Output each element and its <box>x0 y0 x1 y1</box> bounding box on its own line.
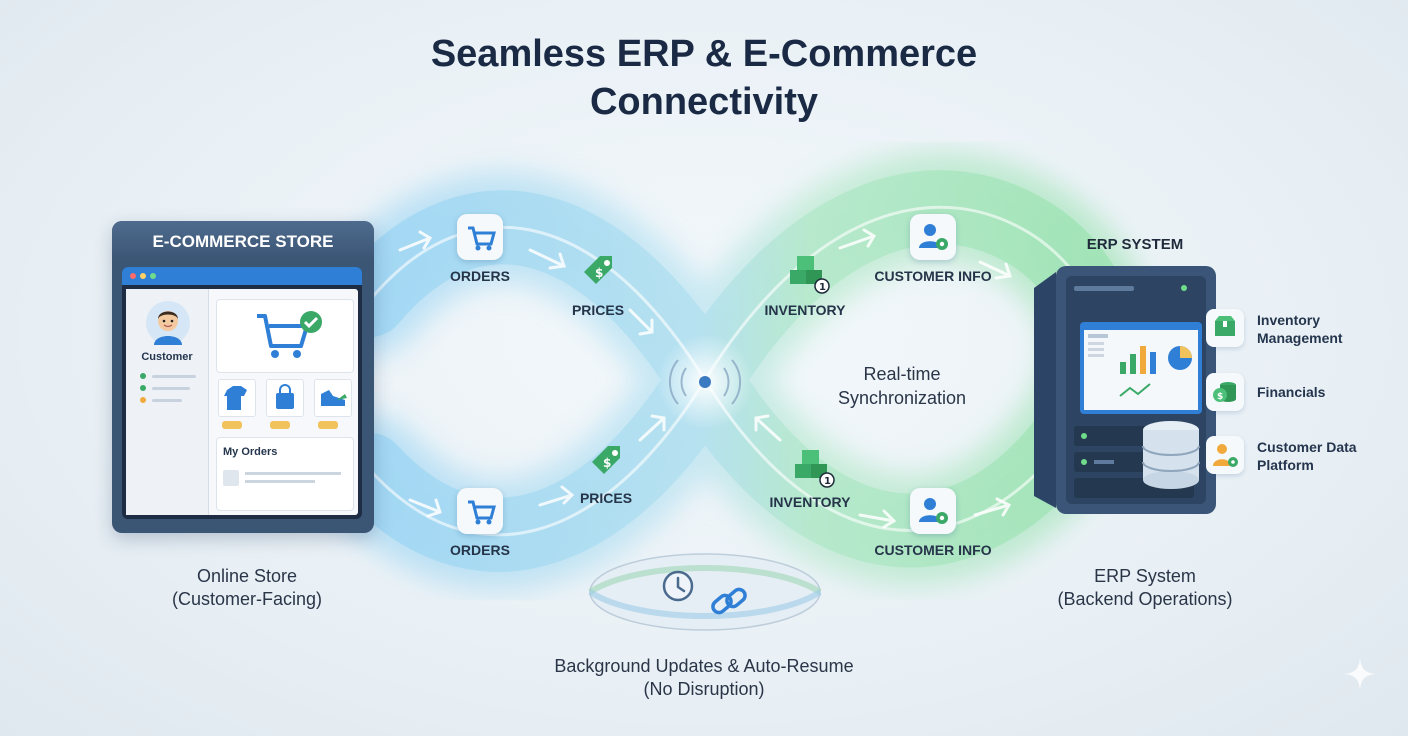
menu-bullet <box>140 373 146 379</box>
erp-server-icon <box>1034 266 1216 514</box>
clock-icon <box>662 570 694 602</box>
background-updates-line1: Background Updates & Auto-Resume <box>554 656 854 676</box>
price-tag-icon: $ <box>576 250 620 299</box>
flow-label: ORDERS <box>450 542 510 558</box>
price-tag-badge <box>270 421 290 429</box>
coins-icon: $ <box>1206 373 1244 411</box>
cart-icon <box>457 214 503 260</box>
erp-caption: ERP System (Backend Operations) <box>1030 565 1260 611</box>
order-line <box>245 472 341 475</box>
page-title: Seamless ERP & E-Commerce Connectivity <box>0 30 1408 126</box>
flow-item-customer-info-bottom: CUSTOMER INFO <box>868 488 998 558</box>
browser-bar <box>122 267 362 285</box>
customer-gear-icon <box>910 488 956 534</box>
svg-text:$: $ <box>1217 392 1223 402</box>
erp-module-line1: Financials <box>1257 384 1326 400</box>
window-dot-icon <box>140 273 146 279</box>
ecommerce-store-panel: E-COMMERCE STORE Customer <box>112 221 374 533</box>
page-title-line2: Connectivity <box>589 81 819 123</box>
menu-line <box>152 399 182 402</box>
flow-label: ORDERS <box>450 268 510 284</box>
flow-label: INVENTORY <box>764 302 846 318</box>
product-shoe-icon <box>314 379 352 417</box>
erp-module-label: Customer Data Platform <box>1257 438 1357 474</box>
menu-line <box>152 387 190 390</box>
link-chain-icon <box>711 587 747 615</box>
realtime-sync-line1: Real-time <box>863 364 941 384</box>
price-tag-icon: $ <box>584 440 628 489</box>
price-tag-badge <box>318 421 338 429</box>
flow-item-inventory-top: 1 INVENTORY <box>750 250 860 318</box>
erp-module-line1: Inventory <box>1257 312 1321 328</box>
flow-item-customer-info-top: CUSTOMER INFO <box>868 214 998 284</box>
customer-gear-icon <box>910 214 956 260</box>
erp-module-label: Financials <box>1257 383 1325 401</box>
product-bag-icon <box>266 379 304 417</box>
svg-text:1: 1 <box>824 476 831 487</box>
svg-text:$: $ <box>595 266 603 280</box>
store-caption-line1: Online Store <box>196 566 298 586</box>
my-orders-card: My Orders <box>216 437 354 511</box>
window-dot-icon <box>150 273 156 279</box>
realtime-sync-label: Real-time Synchronization <box>812 362 992 410</box>
flow-label: CUSTOMER INFO <box>874 542 992 558</box>
product-tshirt-icon <box>218 379 256 417</box>
customer-avatar-icon <box>146 301 190 345</box>
store-body: Customer <box>126 289 358 515</box>
svg-text:$: $ <box>603 456 611 470</box>
menu-bullet <box>140 397 146 403</box>
erp-module-line1: Customer Data <box>1257 439 1357 455</box>
erp-module-line2: Management <box>1257 330 1343 346</box>
menu-bullet <box>140 385 146 391</box>
background-updates-label: Background Updates & Auto-Resume (No Dis… <box>450 655 958 701</box>
window-dot-icon <box>130 273 136 279</box>
flow-item-orders-bottom: ORDERS <box>430 488 530 558</box>
store-sidebar: Customer <box>126 289 209 515</box>
erp-module-label: Inventory Management <box>1257 311 1343 347</box>
menu-line <box>152 375 196 378</box>
page-title-line1: Seamless ERP & E-Commerce <box>430 33 978 75</box>
sparkle-icon <box>1344 658 1376 690</box>
flow-item-orders-top: ORDERS <box>430 214 530 284</box>
store-caption: Online Store (Customer-Facing) <box>137 565 357 611</box>
cart-card <box>216 299 354 373</box>
flow-label: PRICES <box>579 490 633 506</box>
inventory-boxes-icon: 1 <box>789 444 837 497</box>
order-line <box>245 480 315 483</box>
erp-caption-line1: ERP System <box>1094 566 1196 586</box>
flow-item-prices-top: $ PRICES <box>548 250 648 318</box>
customer-gear-icon <box>1206 436 1244 474</box>
erp-module-line2: Platform <box>1257 457 1314 473</box>
flow-label: INVENTORY <box>769 494 851 510</box>
svg-text:1: 1 <box>819 282 826 293</box>
erp-title: ERP SYSTEM <box>1086 236 1184 253</box>
cart-icon <box>457 488 503 534</box>
inventory-icon <box>1206 309 1244 347</box>
store-caption-line2: (Customer-Facing) <box>171 589 323 609</box>
store-header: E-COMMERCE STORE <box>112 221 374 261</box>
realtime-sync-line2: Synchronization <box>837 388 967 408</box>
customer-label: Customer <box>141 351 193 363</box>
price-tag-badge <box>222 421 242 429</box>
order-thumbnail <box>223 470 239 486</box>
flow-item-inventory-bottom: 1 INVENTORY <box>755 444 865 510</box>
flow-label: CUSTOMER INFO <box>874 268 992 284</box>
inventory-boxes-icon: 1 <box>784 250 832 303</box>
my-orders-title: My Orders <box>223 446 278 458</box>
background-updates-line2: (No Disruption) <box>643 679 765 699</box>
store-screen: Customer <box>122 267 362 519</box>
flow-label: PRICES <box>571 302 625 318</box>
shopping-cart-check-icon <box>257 311 322 358</box>
erp-caption-line2: (Backend Operations) <box>1057 589 1233 609</box>
flow-item-prices-bottom: $ PRICES <box>556 440 656 506</box>
